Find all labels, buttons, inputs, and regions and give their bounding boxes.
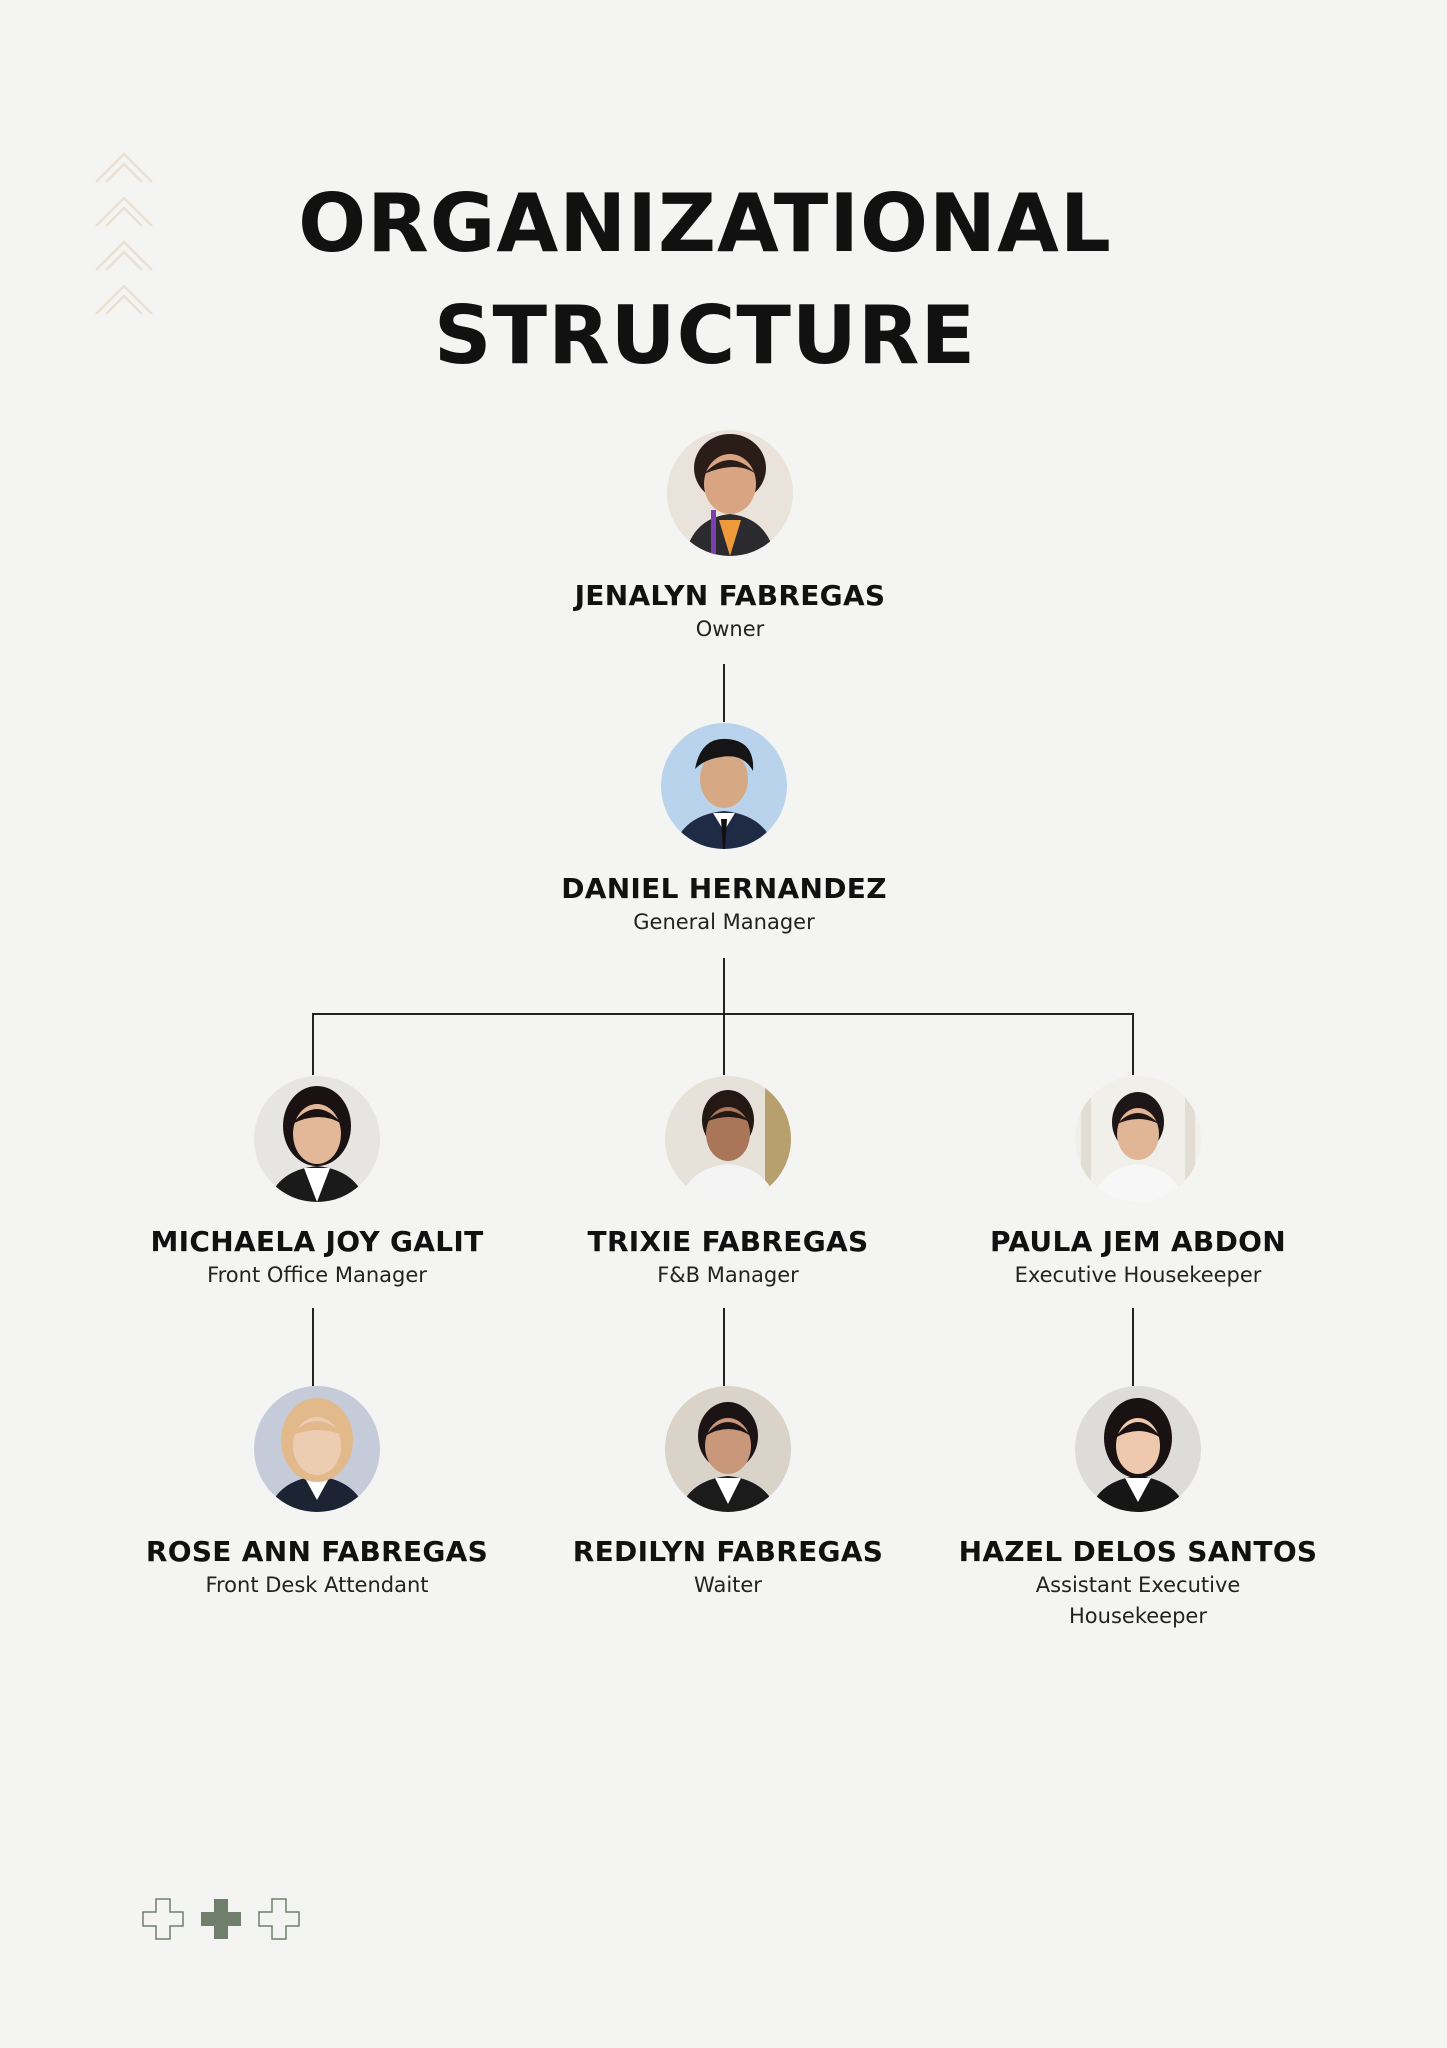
- owner-role: Owner: [695, 617, 765, 641]
- fda-role: Front Desk Attendant: [205, 1573, 429, 1597]
- avatar-waiter: [665, 1386, 791, 1512]
- plus-crosses-icon: [142, 1898, 300, 1940]
- eh-name: PAULA JEM ABDON: [990, 1225, 1286, 1258]
- eh-role: Executive Housekeeper: [1014, 1263, 1262, 1287]
- fbm-role: F&B Manager: [657, 1263, 799, 1287]
- avatar-front-desk-attendant: [254, 1386, 380, 1512]
- avatar-fb-manager: [665, 1076, 791, 1202]
- node-fb-manager: TRIXIE FABREGAS F&B Manager: [518, 1076, 938, 1291]
- gm-role: General Manager: [633, 910, 815, 934]
- fom-role: Front Office Manager: [207, 1263, 427, 1287]
- owner-name: JENALYN FABREGAS: [574, 579, 886, 612]
- avatar-owner: [667, 430, 793, 556]
- node-general-manager: DANIEL HERNANDEZ General Manager: [514, 723, 934, 938]
- chevrons-up-icon: [95, 152, 153, 315]
- aeh-name: HAZEL DELOS SANTOS: [958, 1535, 1318, 1568]
- node-front-desk-attendant: ROSE ANN FABREGAS Front Desk Attendant: [107, 1386, 527, 1601]
- avatar-assistant-executive-housekeeper: [1075, 1386, 1201, 1512]
- node-owner: JENALYN FABREGAS Owner: [520, 430, 940, 645]
- page-title-line-2: STRUCTURE: [433, 289, 977, 382]
- avatar-general-manager: [661, 723, 787, 849]
- node-assistant-executive-housekeeper: HAZEL DELOS SANTOS Assistant Executive H…: [928, 1386, 1348, 1632]
- gm-name: DANIEL HERNANDEZ: [561, 872, 887, 905]
- node-front-office-manager: MICHAELA JOY GALIT Front Office Manager: [107, 1076, 527, 1291]
- waiter-role: Waiter: [694, 1573, 762, 1597]
- node-executive-housekeeper: PAULA JEM ABDON Executive Housekeeper: [928, 1076, 1348, 1291]
- waiter-name: REDILYN FABREGAS: [572, 1535, 884, 1568]
- avatar-front-office-manager: [254, 1076, 380, 1202]
- page-title-line-1: ORGANIZATIONAL: [298, 177, 1112, 270]
- node-waiter: REDILYN FABREGAS Waiter: [518, 1386, 938, 1601]
- avatar-executive-housekeeper: [1075, 1076, 1201, 1202]
- fda-name: ROSE ANN FABREGAS: [145, 1535, 489, 1568]
- aeh-role-line-1: Assistant Executive: [1035, 1573, 1241, 1597]
- aeh-role-line-2: Housekeeper: [1069, 1604, 1207, 1628]
- fbm-name: TRIXIE FABREGAS: [587, 1225, 869, 1258]
- fom-name: MICHAELA JOY GALIT: [150, 1225, 484, 1258]
